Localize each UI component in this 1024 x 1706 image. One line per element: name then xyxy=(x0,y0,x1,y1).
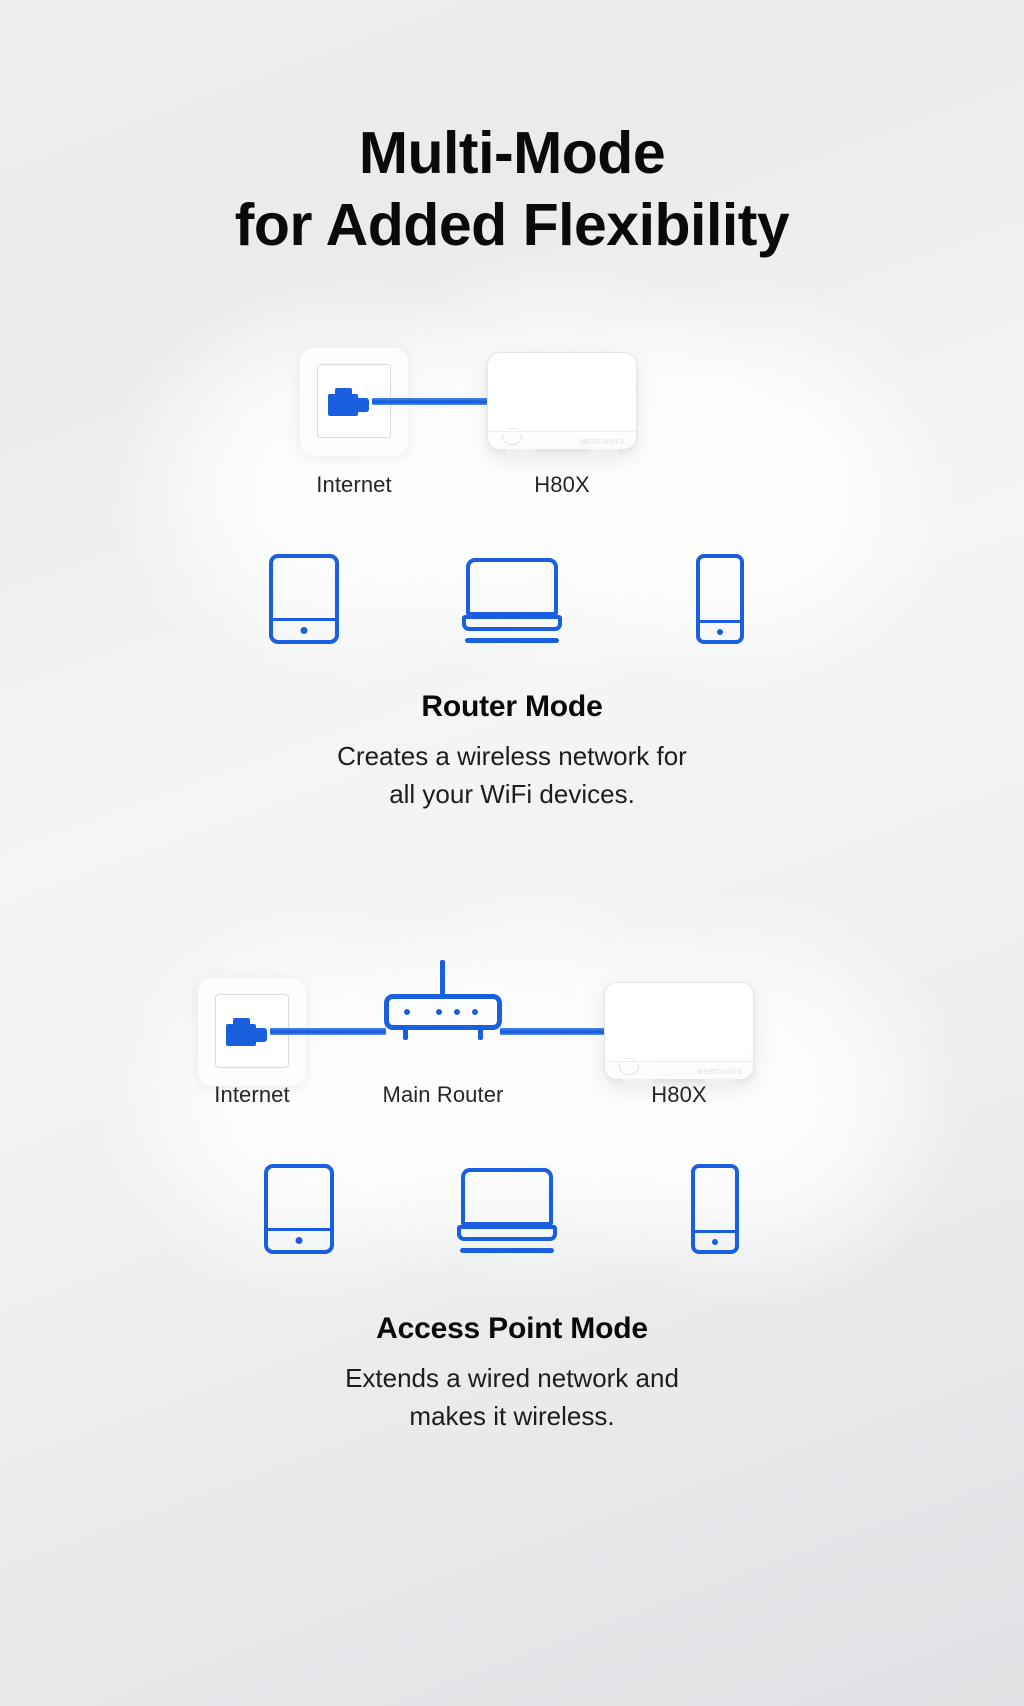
device-foot-right xyxy=(588,449,618,455)
phone-home-button xyxy=(717,629,723,635)
router-led-3 xyxy=(454,1009,460,1015)
phone-bezel-line xyxy=(694,1229,736,1233)
laptop-icon xyxy=(462,558,562,644)
device-seam xyxy=(605,1061,753,1062)
device-seam xyxy=(488,431,636,432)
label-h80x: H80X xyxy=(651,1082,707,1107)
router-mode-description: Creates a wireless network for all your … xyxy=(0,738,1024,813)
ethernet-cable-left xyxy=(270,1028,386,1035)
client-devices-row xyxy=(0,1158,1019,1254)
status-led-icon xyxy=(502,428,522,445)
laptop-base xyxy=(462,615,562,631)
laptop-base xyxy=(457,1225,557,1241)
main-router-body xyxy=(384,994,502,1030)
label-main-router: Main Router xyxy=(382,1082,504,1107)
client-slot-tablet xyxy=(195,1158,403,1254)
access-point-mode-caption: Access Point Mode Extends a wired networ… xyxy=(0,1312,1024,1435)
tablet-bezel-line xyxy=(272,617,336,621)
phone-home-button xyxy=(712,1239,718,1245)
access-point-mode-description: Extends a wired network and makes it wir… xyxy=(0,1360,1024,1435)
internet-socket xyxy=(198,978,306,1086)
tablet-home-button xyxy=(295,1237,303,1244)
laptop-foot xyxy=(465,638,559,643)
mercusys-brand-label: MERCUSYS xyxy=(697,1069,742,1076)
client-slot-laptop xyxy=(408,548,616,644)
access-point-mode-desc-line-2: makes it wireless. xyxy=(409,1400,615,1431)
client-slot-phone xyxy=(611,1158,819,1254)
access-point-mode-desc-line-1: Extends a wired network and xyxy=(345,1363,679,1393)
router-leg-left xyxy=(403,1028,408,1040)
client-slot-laptop xyxy=(403,1158,611,1254)
router-mode-desc-line-2: all your WiFi devices. xyxy=(389,778,635,809)
device-foot-left xyxy=(506,449,536,455)
device-foot-right xyxy=(705,1079,735,1085)
router-led-2 xyxy=(436,1009,442,1015)
tablet-icon xyxy=(269,554,339,644)
page-title: Multi-Mode for Added Flexibility xyxy=(0,118,1024,262)
status-led-icon xyxy=(619,1058,639,1075)
access-point-mode-diagram: MERCUSYS Internet Main Router H80X xyxy=(0,900,1024,1300)
router-mode-section: MERCUSYS Internet H80X xyxy=(0,250,1024,809)
ethernet-plug-icon xyxy=(328,388,369,416)
access-point-mode-section: MERCUSYS Internet Main Router H80X xyxy=(0,865,1024,1431)
router-mode-desc-line-1: Creates a wireless network for xyxy=(337,741,687,771)
label-internet: Internet xyxy=(214,1082,290,1107)
mercusys-brand-label: MERCUSYS xyxy=(580,439,625,446)
laptop-icon xyxy=(457,1168,557,1254)
tablet-home-button xyxy=(300,627,308,634)
label-h80x: H80X xyxy=(534,472,590,497)
device-foot-left xyxy=(623,1079,653,1085)
laptop-screen xyxy=(466,558,558,616)
tablet-bezel-line xyxy=(267,1227,331,1231)
laptop-screen xyxy=(461,1168,553,1226)
page-title-line-1: Multi-Mode xyxy=(358,120,666,186)
router-mode-diagram: MERCUSYS Internet H80X xyxy=(0,290,1024,690)
antenna-icon xyxy=(440,960,445,998)
ethernet-cable xyxy=(372,398,492,405)
router-led-4 xyxy=(472,1009,478,1015)
client-devices-row xyxy=(0,548,1024,644)
label-internet: Internet xyxy=(316,472,392,497)
ethernet-cable-right xyxy=(500,1028,608,1035)
access-point-mode-title: Access Point Mode xyxy=(376,1312,648,1345)
ethernet-plug-icon xyxy=(226,1018,267,1046)
router-mode-title: Router Mode xyxy=(421,690,603,723)
client-slot-phone xyxy=(616,548,824,644)
router-mode-caption: Router Mode Creates a wireless network f… xyxy=(0,690,1024,813)
laptop-foot xyxy=(460,1248,554,1253)
internet-socket xyxy=(300,348,408,456)
router-led-1 xyxy=(404,1009,410,1015)
router-leg-right xyxy=(478,1028,483,1040)
page-title-line-2: for Added Flexibility xyxy=(234,191,790,258)
smartphone-icon xyxy=(691,1164,739,1254)
client-slot-tablet xyxy=(200,548,408,644)
smartphone-icon xyxy=(696,554,744,644)
h80x-router: MERCUSYS xyxy=(487,352,637,455)
phone-bezel-line xyxy=(699,619,741,623)
tablet-icon xyxy=(264,1164,334,1254)
h80x-router: MERCUSYS xyxy=(604,982,754,1085)
